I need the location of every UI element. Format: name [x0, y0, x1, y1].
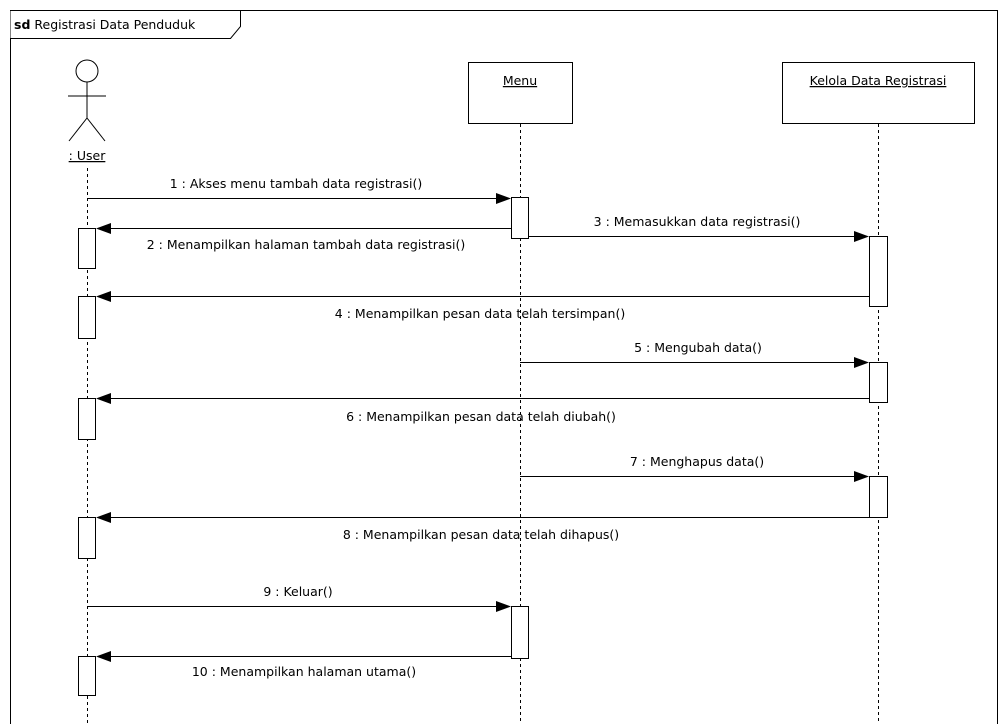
lifeline-label-user: : User	[69, 148, 107, 163]
arrowhead-icon	[854, 471, 869, 482]
arrowhead-icon	[854, 357, 869, 368]
frame-title: sd Registrasi Data Penduduk	[14, 17, 196, 32]
activation-bar	[511, 197, 529, 239]
activation-bar	[869, 236, 888, 307]
message-5: 5 : Mengubah data()	[520, 340, 869, 368]
activation-bar	[78, 296, 96, 339]
lifeline-user: : User	[68, 59, 107, 724]
arrowhead-icon	[96, 512, 111, 523]
message-4: 4 : Menampilkan pesan data telah tersimp…	[96, 291, 869, 321]
frame-keyword: sd	[14, 17, 30, 32]
message-label: 9 : Keluar()	[263, 584, 332, 599]
activation-bar	[78, 398, 96, 440]
message-label: 8 : Menampilkan pesan data telah dihapus…	[343, 527, 619, 542]
arrowhead-icon	[96, 393, 111, 404]
arrowhead-icon	[496, 601, 511, 612]
frame-name: Registrasi Data Penduduk	[34, 17, 196, 32]
message-6: 6 : Menampilkan pesan data telah diubah(…	[96, 393, 869, 424]
message-label: 2 : Menampilkan halaman tambah data regi…	[147, 237, 466, 252]
message-3: 3 : Memasukkan data registrasi()	[528, 214, 869, 242]
message-1: 1 : Akses menu tambah data registrasi()	[87, 176, 511, 204]
activation-bar	[78, 656, 96, 696]
arrowhead-icon	[96, 223, 111, 234]
message-label: 3 : Memasukkan data registrasi()	[594, 214, 801, 229]
message-label: 7 : Menghapus data()	[630, 454, 764, 469]
message-8: 8 : Menampilkan pesan data telah dihapus…	[96, 512, 869, 542]
lifeline-label-menu: Menu	[503, 73, 537, 88]
message-label: 6 : Menampilkan pesan data telah diubah(…	[346, 409, 616, 424]
activation-bar	[869, 362, 888, 403]
message-label: 5 : Mengubah data()	[634, 340, 762, 355]
message-9: 9 : Keluar()	[87, 584, 511, 612]
message-label: 10 : Menampilkan halaman utama()	[192, 664, 416, 679]
message-10: 10 : Menampilkan halaman utama()	[96, 651, 511, 679]
activation-bar	[78, 517, 96, 559]
object-box-menu	[468, 62, 573, 124]
message-7: 7 : Menghapus data()	[520, 454, 869, 482]
object-box-kelola	[782, 62, 975, 124]
lifeline-kelola: Kelola Data Registrasi	[782, 62, 975, 724]
diagram-frame	[10, 10, 998, 724]
frame-tab	[10, 10, 241, 39]
actor-icon	[68, 59, 106, 142]
activation-bars	[78, 197, 888, 696]
message-label: 1 : Akses menu tambah data registrasi()	[170, 176, 423, 191]
message-label: 4 : Menampilkan pesan data telah tersimp…	[335, 306, 625, 321]
arrowhead-icon	[496, 193, 511, 204]
activation-bar	[78, 228, 96, 269]
activation-bar	[869, 476, 888, 518]
message-2: 2 : Menampilkan halaman tambah data regi…	[96, 223, 511, 252]
arrowhead-icon	[96, 651, 111, 662]
lifeline-label-kelola: Kelola Data Registrasi	[810, 73, 947, 88]
arrowhead-icon	[854, 231, 869, 242]
activation-bar	[511, 606, 529, 659]
arrowhead-icon	[96, 291, 111, 302]
